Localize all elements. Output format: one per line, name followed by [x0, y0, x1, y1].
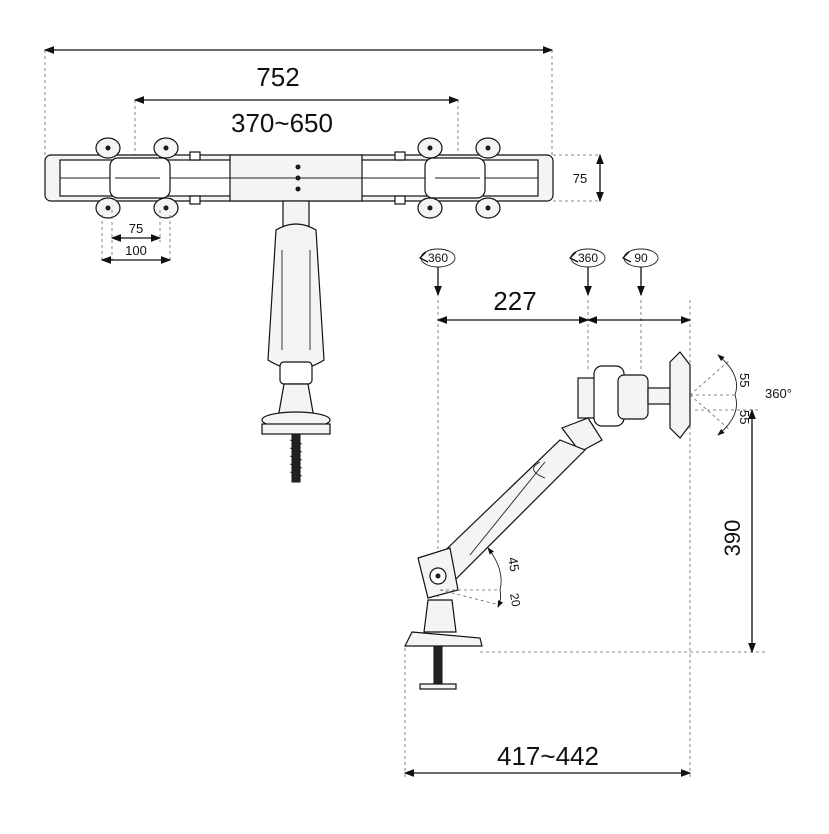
vesa-head-right — [417, 137, 501, 219]
dim-label-227: 227 — [493, 286, 536, 316]
top-view: 752 370~650 — [43, 46, 604, 483]
arm-top-view — [261, 200, 331, 483]
vesa-head-left — [95, 137, 179, 219]
dim-label-75-height: 75 — [573, 171, 587, 186]
dim-label-417-442: 417~442 — [497, 741, 599, 771]
rotation-mid-icon — [568, 248, 606, 297]
rotation-head-icon — [621, 248, 659, 297]
dim-label-vesa-75: 75 — [129, 221, 143, 236]
rotation-mid-label: 360 — [578, 251, 598, 265]
tilt-down-label: 55 — [737, 410, 752, 424]
arm-angle-down-label: 20 — [507, 592, 523, 608]
dim-label-752: 752 — [256, 62, 299, 92]
dim-label-370-650: 370~650 — [231, 108, 333, 138]
side-view: 360 360 90 227 — [403, 248, 792, 780]
tilt-up-label: 55 — [737, 373, 752, 387]
arm-side-view — [404, 351, 738, 690]
dim-label-vesa-100: 100 — [125, 243, 147, 258]
rotation-base-label: 360 — [428, 251, 448, 265]
swivel-label: 360° — [765, 386, 792, 401]
rotation-head-label: 90 — [634, 251, 648, 265]
dim-label-390: 390 — [720, 520, 745, 557]
arm-angle-up-label: 45 — [505, 556, 522, 573]
rotation-base-icon — [418, 248, 456, 297]
